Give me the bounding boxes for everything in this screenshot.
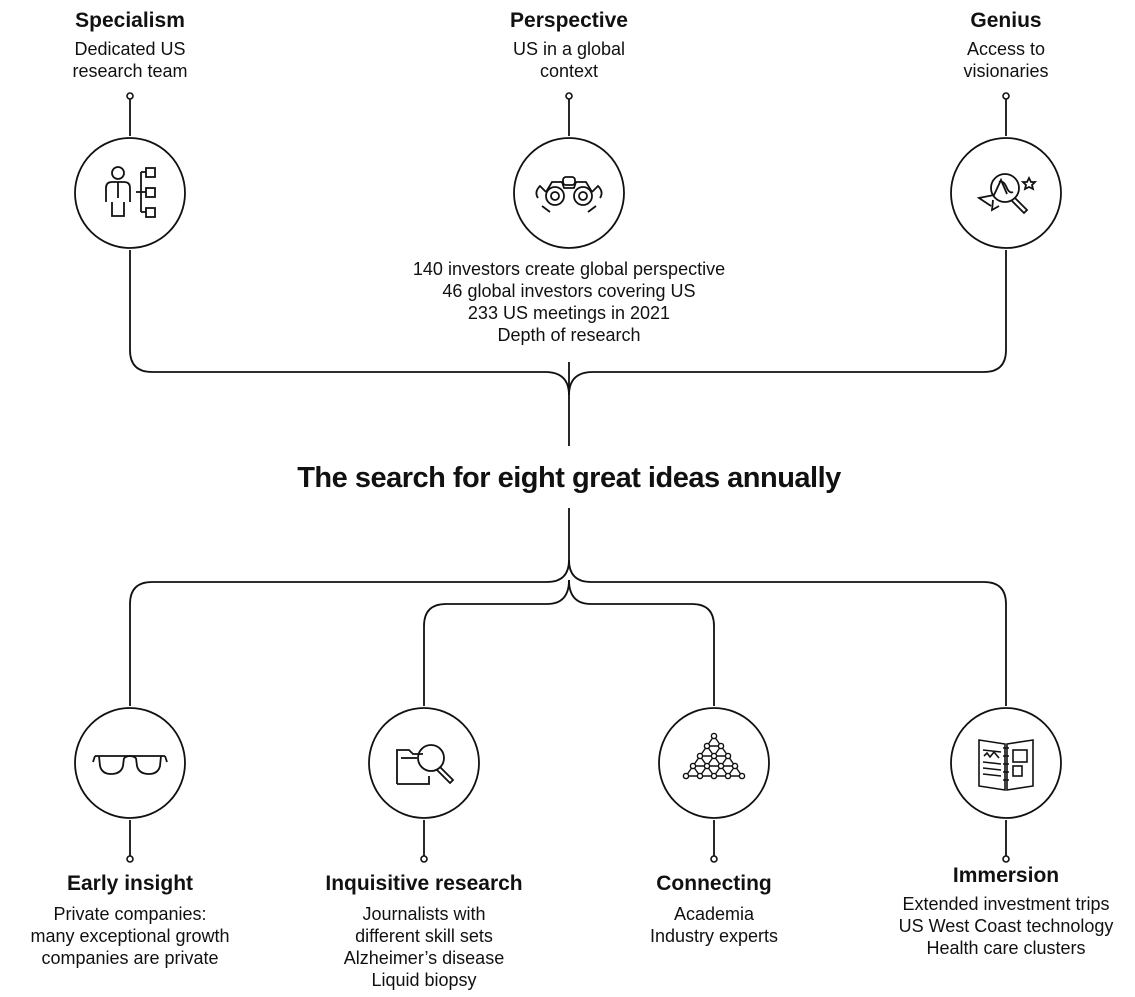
notebook-icon — [949, 706, 1063, 820]
desc-line: Liquid biopsy — [371, 970, 477, 990]
desc-line: different skill sets — [355, 926, 493, 946]
stat-line: Depth of research — [497, 325, 641, 345]
desc-line: many exceptional growth — [30, 926, 230, 946]
stat-line: 46 global investors covering US — [442, 281, 696, 301]
node-title-immersion: Immersion — [952, 864, 1060, 887]
binoculars-icon — [512, 136, 626, 250]
desc-line: visionaries — [963, 61, 1049, 81]
org-chart-person-icon — [73, 136, 187, 250]
magnifier-star-icon — [949, 136, 1063, 250]
folder-search-icon — [367, 706, 481, 820]
desc-line: Extended investment trips — [902, 894, 1110, 914]
node-desc-immersion: Extended investment trips US West Coast … — [899, 893, 1114, 959]
desc-line: Industry experts — [649, 926, 779, 946]
node-desc-genius: Access to visionaries — [963, 38, 1048, 82]
headline: The search for eight great ideas annuall… — [297, 462, 841, 494]
node-title-connecting: Connecting — [656, 872, 772, 895]
desc-line: Journalists with — [362, 904, 486, 924]
desc-line: Access to — [966, 39, 1046, 59]
stat-line: 233 US meetings in 2021 — [467, 303, 671, 323]
node-desc-perspective: US in a global context — [513, 38, 625, 82]
desc-line: context — [539, 61, 599, 81]
desc-line: Academia — [673, 904, 755, 924]
node-title-early-insight: Early insight — [66, 872, 194, 895]
desc-line: US West Coast technology — [898, 916, 1114, 936]
stat-line: 140 investors create global perspective — [412, 259, 726, 279]
node-title-inquisitive-research: Inquisitive research — [325, 872, 523, 895]
network-icon — [657, 706, 771, 820]
node-desc-specialism: Dedicated US research team — [72, 38, 187, 82]
node-desc-connecting: Academia Industry experts — [650, 903, 778, 947]
desc-line: Private companies: — [53, 904, 207, 924]
node-desc-early-insight: Private companies: many exceptional grow… — [30, 903, 229, 969]
desc-line: US in a global — [512, 39, 626, 59]
desc-line: Dedicated US — [74, 39, 186, 59]
node-title-specialism: Specialism — [75, 9, 185, 32]
desc-line: companies are private — [41, 948, 219, 968]
center-stats: 140 investors create global perspective … — [413, 258, 725, 346]
node-title-perspective: Perspective — [510, 9, 628, 32]
node-desc-inquisitive-research: Journalists with different skill sets Al… — [344, 903, 504, 991]
desc-line: Alzheimer’s disease — [343, 948, 505, 968]
node-title-genius: Genius — [970, 9, 1042, 32]
desc-line: research team — [72, 61, 188, 81]
glasses-icon — [73, 706, 187, 820]
desc-line: Health care clusters — [926, 938, 1086, 958]
